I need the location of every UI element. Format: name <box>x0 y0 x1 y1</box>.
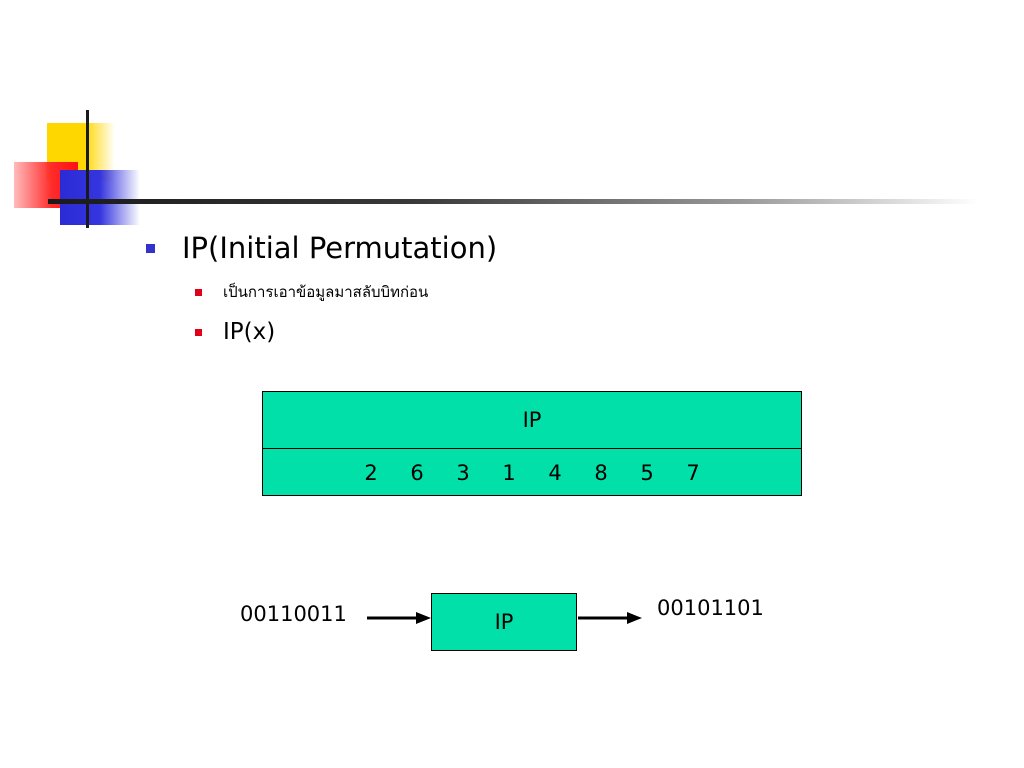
decor-vertical-line <box>86 110 89 228</box>
ip-table: IP 2 6 3 1 4 8 5 7 <box>262 391 802 496</box>
ip-table-values: 2 6 3 1 4 8 5 7 <box>263 449 801 496</box>
bullet-sub: IP(x) <box>195 316 275 348</box>
bullet-main-text: IP(Initial Permutation) <box>182 231 498 265</box>
ip-table-value: 2 <box>364 460 378 485</box>
output-arrow-icon <box>578 612 642 624</box>
square-bullet-icon <box>146 243 155 253</box>
ip-table-value: 4 <box>548 460 562 485</box>
ip-table-value: 3 <box>456 460 470 485</box>
bullet-main: IP(Initial Permutation) <box>146 228 497 268</box>
title-divider-line <box>48 199 978 204</box>
output-bits-label: 00101101 <box>657 596 764 620</box>
bullet-sub-text: เป็นการเอาข้อมูลมาสลับบิทก่อน <box>223 283 429 301</box>
ip-table-header: IP <box>263 392 801 449</box>
input-arrow-icon <box>367 612 431 624</box>
ip-process-box: IP <box>431 593 577 651</box>
ip-table-value: 7 <box>686 460 700 485</box>
ip-table-value: 8 <box>594 460 608 485</box>
square-bullet-icon <box>195 288 202 296</box>
input-bits-label: 00110011 <box>240 602 347 626</box>
decor-blue-square <box>60 170 140 225</box>
ip-table-value: 6 <box>410 460 424 485</box>
bullet-sub: เป็นการเอาข้อมูลมาสลับบิทก่อน <box>195 279 428 305</box>
ip-table-value: 1 <box>502 460 516 485</box>
ip-table-value: 5 <box>640 460 654 485</box>
bullet-sub-text: IP(x) <box>223 319 276 345</box>
square-bullet-icon <box>195 328 202 336</box>
